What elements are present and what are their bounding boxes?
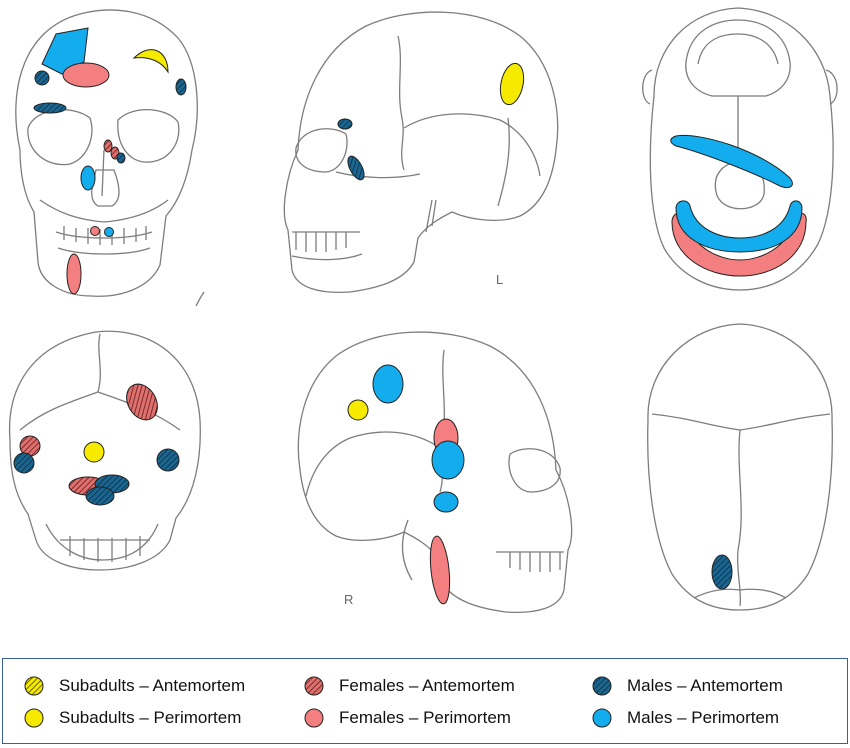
lesion-right-subadult-peri	[347, 399, 369, 421]
lesion-right-male-peri-lower	[433, 491, 459, 513]
superior-lesions	[711, 554, 733, 590]
legend-item-males-antemortem: Males – Antemortem	[591, 675, 783, 697]
legend-label: Subadults – Perimortem	[59, 708, 242, 727]
frontal-suture	[101, 149, 105, 197]
posterior-lesions	[13, 383, 180, 506]
right-orbit-lateral	[508, 448, 561, 493]
legend-label: Females – Antemortem	[339, 676, 515, 695]
lesion-inferior-male-peri-streak	[670, 134, 793, 189]
posterior-cranium-outline	[8, 330, 201, 571]
lower-teeth	[57, 247, 151, 255]
lesion-frontal-subadult-peri-crescent	[132, 49, 169, 74]
lesion-posterior-female-ante-upper	[126, 383, 158, 421]
inferior-inner-arch	[697, 33, 779, 65]
lesion-frontal-female-peri-tooth	[90, 226, 100, 236]
right-orbit	[117, 108, 180, 163]
posterior-sagittal-suture	[97, 333, 101, 393]
inferior-outline	[649, 7, 834, 291]
left-zygomatic	[335, 171, 421, 179]
lesion-frontal-male-peri-tooth	[104, 227, 114, 237]
right-view-label: R	[344, 592, 353, 607]
legend-item-males-perimortem: Males – Perimortem	[591, 707, 779, 729]
lesion-frontal-male-ante-right	[175, 78, 187, 96]
left-styloid	[425, 199, 437, 233]
legend-swatch-males-antemortem	[592, 676, 612, 696]
lesion-superior-male-ante	[711, 554, 733, 590]
legend: Subadults – Antemortem Subadults – Perim…	[2, 658, 848, 744]
legend-swatch-females-antemortem	[304, 676, 324, 696]
lesion-left-male-ante-zyg	[347, 155, 365, 181]
left-lateral-cranium-outline	[283, 11, 559, 294]
legend-item-females-perimortem: Females – Perimortem	[303, 707, 511, 729]
left-lambdoid-suture	[497, 117, 510, 207]
left-coronal-suture	[397, 35, 405, 171]
skull-trauma-diagram: L	[8, 7, 838, 614]
mandible-extra-line	[195, 291, 205, 307]
maxilla	[39, 199, 169, 223]
lesion-frontal-male-peri-polygon	[41, 27, 89, 75]
lesion-frontal-male-peri-cheek	[80, 165, 96, 191]
legend-item-subadults-perimortem: Subadults – Perimortem	[23, 707, 241, 729]
lesion-right-male-peri-upper	[372, 364, 404, 404]
legend-swatch-subadults-perimortem	[24, 708, 44, 728]
lesion-frontal-female-peri	[62, 62, 110, 88]
left-teeth	[291, 231, 363, 261]
inferior-palate	[685, 19, 791, 97]
legend-label: Males – Antemortem	[627, 676, 783, 695]
superior-coronal-suture	[651, 413, 831, 431]
legend-item-subadults-antemortem: Subadults – Antemortem	[23, 675, 245, 697]
inferior-right-zygomatic	[825, 69, 838, 105]
right-lateral-cranium-outline	[297, 331, 573, 614]
left-view-label: L	[496, 272, 503, 287]
lesion-posterior-subadult-peri	[83, 441, 105, 463]
lesion-left-male-ante-orbit	[337, 118, 353, 130]
lesion-right-male-peri-temporal	[431, 440, 465, 480]
lesion-frontal-female-ante-nasal	[103, 139, 113, 153]
nasal-cavity	[91, 169, 120, 207]
lesion-frontal-male-ante-nasal	[116, 152, 126, 164]
legend-swatch-males-perimortem	[592, 708, 612, 728]
right-teeth	[496, 551, 564, 572]
skull-superior-view	[647, 323, 833, 611]
skull-left-lateral-view	[283, 11, 559, 294]
right-lateral-lesions	[347, 364, 465, 605]
lesion-frontal-female-peri-mandible	[66, 253, 82, 295]
lesion-left-subadult-peri	[499, 62, 525, 106]
upper-teeth	[55, 226, 153, 245]
left-lateral-lesions	[337, 62, 525, 181]
lesion-frontal-male-ante-small	[34, 70, 50, 86]
legend-swatch-subadults-antemortem	[24, 676, 44, 696]
lesion-inferior-male-peri-band	[675, 200, 803, 253]
lesion-frontal-male-ante-brow	[33, 102, 67, 114]
left-orbit	[27, 109, 93, 166]
posterior-mandible	[45, 523, 159, 561]
posterior-teeth	[60, 536, 150, 562]
right-squamosal-suture	[305, 431, 441, 497]
superior-outline	[647, 323, 833, 611]
superior-sagittal-suture	[736, 429, 742, 607]
legend-label: Males – Perimortem	[627, 708, 780, 727]
lesion-posterior-male-ante-lower	[85, 486, 115, 506]
right-ramus	[401, 519, 413, 581]
skull-frontal-view	[15, 9, 205, 307]
frontal-lesions	[33, 27, 187, 295]
lesion-posterior-male-ante-right	[156, 448, 180, 472]
inferior-lesions	[670, 134, 807, 277]
legend-label: Subadults – Antemortem	[59, 676, 246, 695]
legend-label: Females – Perimortem	[339, 708, 511, 727]
frontal-cranium-outline	[15, 9, 198, 297]
left-squamosal-suture	[403, 113, 541, 177]
left-orbit-lateral	[295, 128, 348, 173]
lesion-posterior-male-ante-left	[13, 452, 35, 474]
legend-swatch-females-perimortem	[304, 708, 324, 728]
legend-item-females-antemortem: Females – Antemortem	[303, 675, 515, 697]
inferior-left-zygomatic	[642, 69, 653, 105]
superior-lambdoid-suture	[693, 588, 787, 599]
lesion-right-female-peri-mandible	[429, 535, 451, 605]
